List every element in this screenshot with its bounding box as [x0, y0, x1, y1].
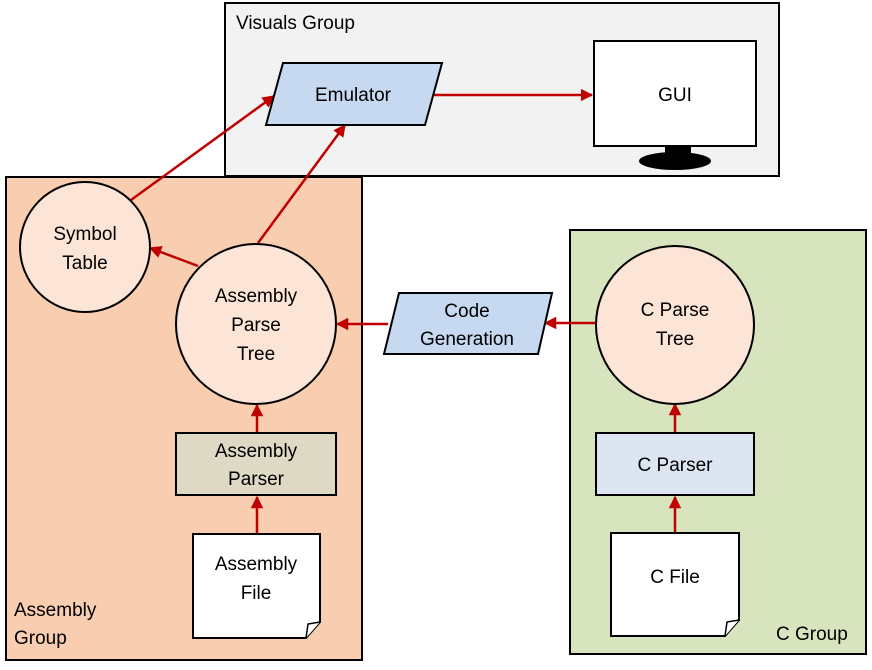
assembly-parse-tree-label-line2: Parse: [231, 315, 281, 336]
folded-corner-icon: [305, 621, 321, 639]
assembly-file-label-line1: Assembly: [215, 554, 298, 575]
folded-corner-icon: [724, 619, 740, 637]
arrow-assembly-tree-to-symbol-table: [148, 246, 199, 268]
symbol-table-label-line2: Table: [62, 253, 107, 274]
emulator-label: Emulator: [315, 85, 392, 106]
visuals-group-label: Visuals Group: [236, 13, 355, 34]
assembly-parser-node: Assembly Parser: [175, 432, 337, 496]
c-parser-node: C Parser: [595, 432, 755, 496]
arrow-assembly-tree-to-emulator: [256, 123, 347, 244]
c-parse-tree-node: C Parse Tree: [595, 245, 755, 405]
c-parse-tree-label-line1: C Parse: [641, 300, 710, 321]
code-generation-node: Code Generation: [382, 292, 554, 355]
c-parse-tree-label-line2: Tree: [656, 329, 694, 350]
code-generation-label-line2: Generation: [420, 329, 514, 350]
assembly-group-label-line1: Assembly: [14, 600, 97, 621]
monitor-base-icon: [639, 152, 711, 170]
symbol-table-label-line1: Symbol: [53, 224, 116, 245]
code-generation-label-line1: Code: [444, 301, 489, 322]
c-file-node: C File: [610, 532, 740, 637]
assembly-parser-label-line1: Assembly: [215, 441, 298, 462]
assembly-parser-label-line2: Parser: [228, 469, 285, 490]
c-parser-label: C Parser: [638, 455, 714, 476]
assembly-group-label-line2: Group: [14, 628, 67, 649]
c-group-label: C Group: [776, 624, 848, 645]
monitor-stand-icon: [665, 146, 691, 156]
arrows: [130, 88, 682, 533]
emulator-node: Emulator: [264, 62, 444, 126]
c-file-label: C File: [650, 567, 700, 588]
symbol-table-node: Symbol Table: [19, 181, 151, 313]
arrow-symbol-table-to-emulator: [130, 94, 276, 202]
assembly-file-node: Assembly File: [192, 533, 321, 639]
assembly-parse-tree-label-line3: Tree: [237, 344, 275, 365]
assembly-parse-tree-node: Assembly Parse Tree: [175, 243, 337, 405]
gui-monitor: GUI: [593, 40, 757, 170]
assembly-file-label-line2: File: [241, 583, 272, 604]
gui-label: GUI: [658, 85, 692, 106]
assembly-parse-tree-label-line1: Assembly: [215, 286, 298, 307]
